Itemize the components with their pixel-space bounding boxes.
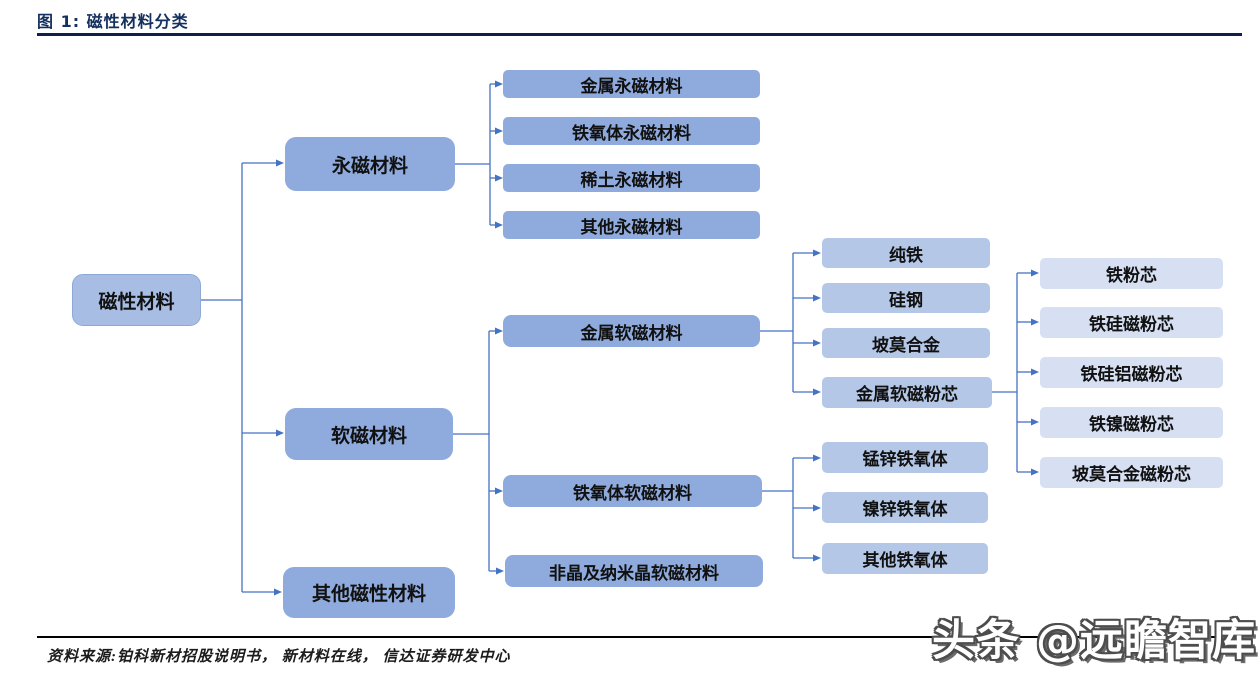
- node-metal-soft-magnet: 金属软磁材料: [503, 315, 760, 347]
- watermark-toutiao: 头条 @远瞻智库: [932, 616, 1256, 666]
- node-manganese-zinc-ferrite: 锰锌铁氧体: [822, 442, 988, 473]
- node-metal-soft-magnetic-powder-core: 金属软磁粉芯: [822, 377, 992, 408]
- source-note: 资料来源:铂科新材招股说明书， 新材料在线， 信达证券研发中心: [47, 649, 511, 665]
- node-other-permanent-magnet: 其他永磁材料: [503, 211, 760, 239]
- node-other-magnetic-materials: 其他磁性材料: [283, 567, 455, 618]
- node-metal-permanent-magnet: 金属永磁材料: [503, 70, 760, 98]
- node-iron-powder-core: 铁粉芯: [1040, 258, 1223, 289]
- node-rare-earth-permanent-magnet: 稀土永磁材料: [503, 164, 760, 192]
- node-magnetic-materials: 磁性材料: [72, 274, 201, 326]
- title-rule: [37, 33, 1242, 36]
- node-amorphous-nanocrystalline-soft-magnet: 非晶及纳米晶软磁材料: [505, 555, 763, 587]
- node-permalloy-powder-core: 坡莫合金磁粉芯: [1040, 457, 1223, 488]
- figure-title: 图 1: 磁性材料分类: [37, 12, 189, 31]
- node-pure-iron: 纯铁: [822, 238, 990, 268]
- footer-rule: [37, 636, 1245, 638]
- node-permalloy: 坡莫合金: [822, 328, 990, 358]
- node-ferrite-soft-magnet: 铁氧体软磁材料: [503, 475, 762, 507]
- node-permanent-magnet-materials: 永磁材料: [285, 137, 455, 191]
- node-silicon-steel: 硅钢: [822, 283, 990, 313]
- node-iron-nickel-powder-core: 铁镍磁粉芯: [1040, 407, 1223, 438]
- node-iron-silicon-powder-core: 铁硅磁粉芯: [1040, 307, 1223, 338]
- node-ferrite-permanent-magnet: 铁氧体永磁材料: [503, 117, 760, 145]
- node-nickel-zinc-ferrite: 镍锌铁氧体: [822, 492, 988, 523]
- node-soft-magnet-materials: 软磁材料: [285, 408, 453, 460]
- node-other-ferrite: 其他铁氧体: [822, 543, 988, 574]
- node-iron-silicon-aluminum-powder-core: 铁硅铝磁粉芯: [1040, 357, 1223, 388]
